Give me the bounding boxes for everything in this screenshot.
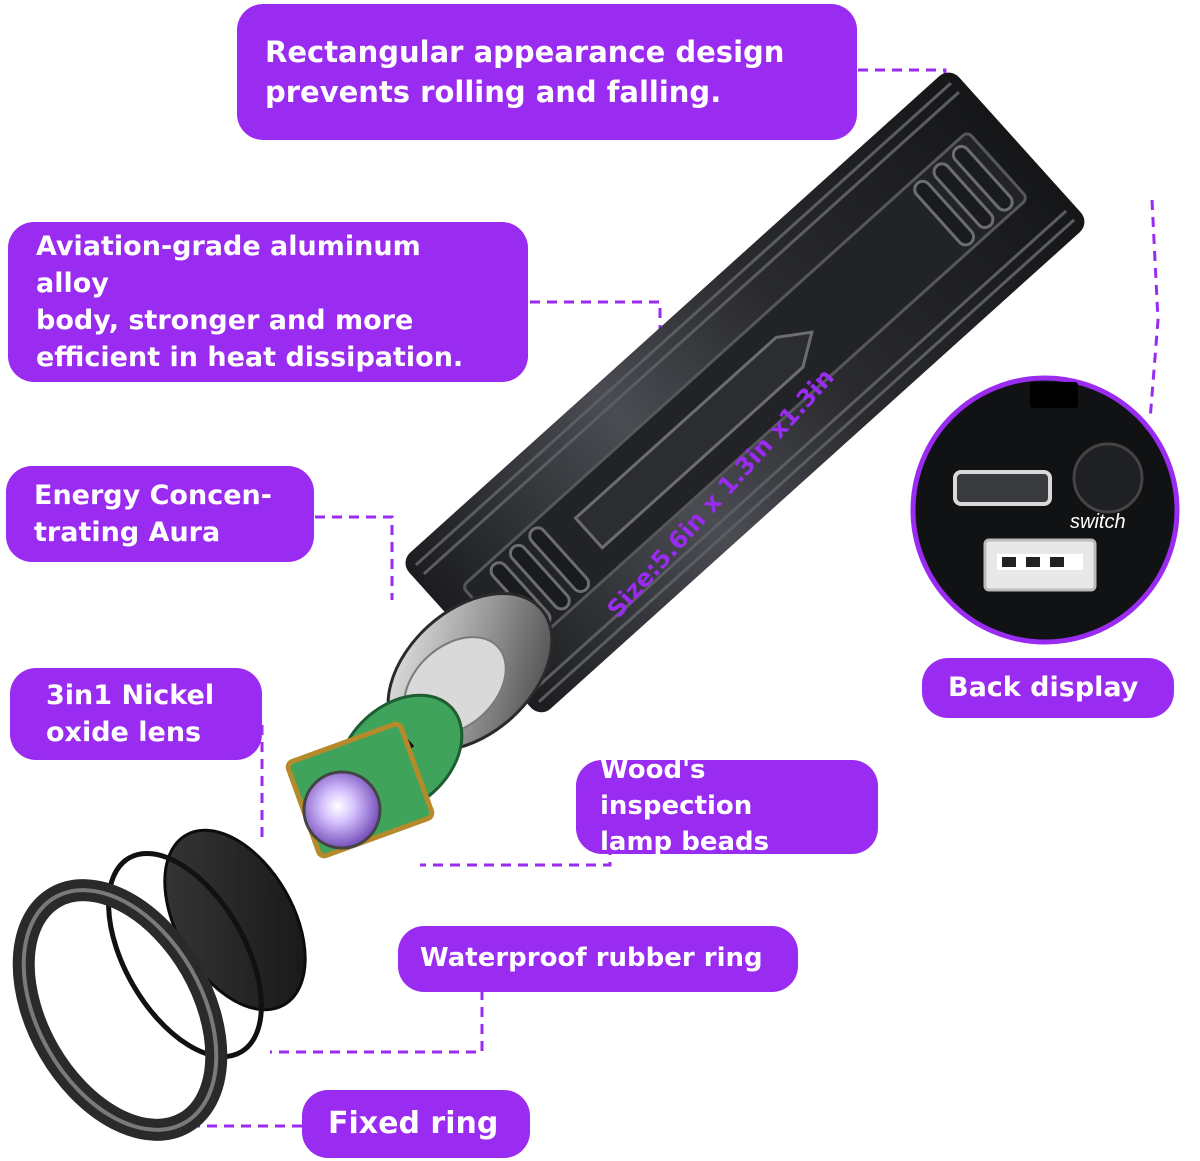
callout-energy: Energy Concen- trating Aura xyxy=(6,466,314,562)
connector-back xyxy=(1148,199,1160,421)
callout-energy-text: Energy Concen- trating Aura xyxy=(34,479,272,548)
connector-rubber xyxy=(270,990,484,1054)
connector-energy xyxy=(315,515,394,600)
flashlight-body xyxy=(405,72,1085,713)
switch-label: switch xyxy=(1070,511,1126,533)
callout-back-display: Back display xyxy=(922,658,1174,718)
led-bead xyxy=(285,721,435,859)
fixed-ring xyxy=(12,879,228,1141)
callout-beads-text: Wood's inspection lamp beads xyxy=(600,755,770,857)
callout-lens: 3in1 Nickel oxide lens xyxy=(10,668,262,760)
connector-beads xyxy=(420,845,612,867)
rubber-ring xyxy=(106,850,264,1060)
callout-lens-text: 3in1 Nickel oxide lens xyxy=(46,679,215,748)
hdmi-port xyxy=(953,470,1052,506)
back-display xyxy=(910,375,1180,645)
callout-fixed-ring-text: Fixed ring xyxy=(328,1106,499,1142)
callout-rectangular-text: Rectangular appearance design prevents r… xyxy=(265,34,785,109)
callout-rubber-ring-text: Waterproof rubber ring xyxy=(420,943,763,974)
callout-aluminum: Aviation-grade aluminum alloy body, stro… xyxy=(8,222,528,382)
callout-beads: Wood's inspection lamp beads xyxy=(576,755,878,857)
callout-rubber-ring: Waterproof rubber ring xyxy=(398,926,798,992)
callout-fixed-ring: Fixed ring xyxy=(302,1090,530,1158)
callout-rectangular: Rectangular appearance design prevents r… xyxy=(237,4,857,140)
callout-back-display-text: Back display xyxy=(948,672,1139,704)
power-switch xyxy=(1072,442,1144,514)
callout-aluminum-text: Aviation-grade aluminum alloy body, stro… xyxy=(36,230,464,374)
